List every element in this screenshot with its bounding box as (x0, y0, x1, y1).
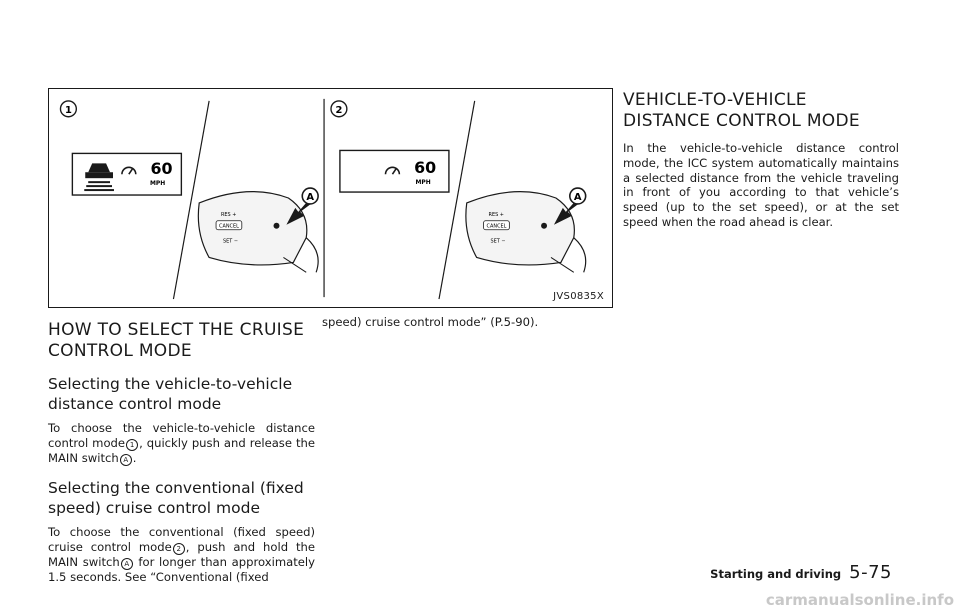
callout-1-icon: 1 (126, 438, 139, 451)
vehicle-ahead-icon (84, 163, 114, 192)
display-speed-2: 60 (414, 158, 436, 177)
callout-2: 2 (335, 105, 342, 116)
meter-display-1 (71, 152, 183, 196)
illustration-drawing: 1 60 MPH RES + CANCEL (59, 98, 587, 300)
watermark: carmanualsonline.info (765, 591, 954, 609)
callout-a-icon: A (120, 557, 133, 570)
callout-1: 1 (65, 105, 72, 116)
text-span: , push and hold the MAIN switch (48, 539, 315, 569)
figure-code: JVS0835X (553, 291, 604, 302)
column-3: VEHICLE-TO-VEHICLE DISTANCE CONTROL MODE… (623, 90, 899, 230)
callout-a-icon: A (119, 453, 132, 466)
section-heading-select-mode: HOW TO SELECT THE CRUISE CONTROL MODE (48, 320, 305, 361)
text-span: To choose the conventional (fixed speed)… (48, 524, 315, 554)
switch-label-cancel: CANCEL (219, 224, 239, 230)
page-footer: Starting and driving 5-75 (710, 562, 892, 583)
page-number: 5-75 (849, 562, 892, 583)
callout-a-2: A (574, 192, 582, 203)
paragraph-continued: speed) cruise control mode” (P.5-90). (322, 315, 539, 329)
text-span: , quickly push and release the MAIN swit… (48, 435, 315, 465)
section-heading-distance-control: VEHICLE-TO-VEHICLE DISTANCE CONTROL MODE (623, 90, 860, 131)
switch-label-set: SET − (223, 239, 238, 245)
text-span: . (132, 450, 137, 465)
display-speed-1: 60 (151, 159, 173, 178)
callout-a-1: A (306, 192, 314, 203)
column-2: speed) cruise control mode” (P.5-90). (322, 315, 587, 330)
paragraph-distance-mode: To choose the vehicle-to-vehicle distanc… (48, 421, 315, 466)
switch-label-res-2: RES + (489, 212, 504, 218)
text-span: for longer than approximately 1.5 second… (48, 554, 315, 584)
subheading-distance-mode: Selecting the vehicle-to-vehicle distanc… (48, 375, 293, 413)
footer-section-name: Starting and driving (710, 567, 842, 581)
switch-label-res: RES + (221, 212, 236, 218)
steering-switch-1: RES + CANCEL SET − (197, 191, 319, 273)
paragraph-conventional-mode: To choose the conventional (fixed speed)… (48, 525, 315, 585)
column-1: HOW TO SELECT THE CRUISE CONTROL MODE Se… (48, 320, 315, 584)
panel-1: 1 60 MPH RES + CANCEL (59, 100, 319, 300)
steering-switch-2: RES + CANCEL SET − (465, 191, 587, 273)
cruise-mode-illustration: 1 60 MPH RES + CANCEL (48, 88, 613, 308)
display-unit-1: MPH (150, 180, 165, 187)
callout-2-icon: 2 (172, 542, 185, 555)
panel-2: 2 60 MPH RES + CANCEL SET − A (330, 100, 587, 300)
conventional-cruise-icon (384, 166, 401, 175)
subheading-conventional-mode: Selecting the conventional (fixed speed)… (48, 478, 304, 517)
cruise-indicator-icon (121, 166, 137, 175)
switch-label-set-2: SET − (491, 239, 506, 245)
meter-display-2 (339, 149, 450, 193)
display-unit-2: MPH (416, 179, 431, 186)
text-span: To choose the vehicle-to-vehicle distanc… (48, 421, 315, 450)
paragraph-distance-control: In the vehicle-to-vehicle distance contr… (623, 141, 899, 229)
switch-label-cancel-2: CANCEL (487, 224, 507, 230)
